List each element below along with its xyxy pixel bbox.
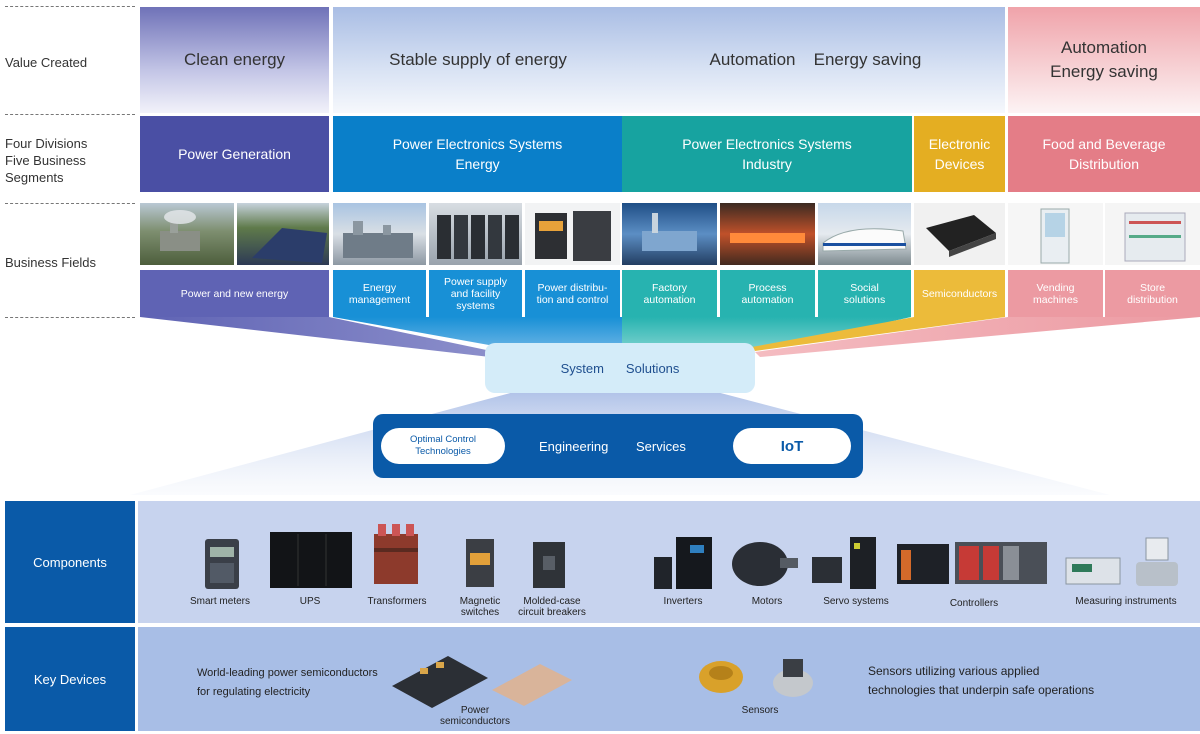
system-text: System (560, 360, 604, 376)
field-social-solutions-text: Social solutions (843, 281, 886, 306)
field-power-supply: Power supply and facility systems (429, 270, 522, 317)
power-semiconductor-image (390, 650, 575, 717)
division-power-generation-text: Power Generation (178, 146, 291, 162)
servo-image (810, 535, 878, 596)
inverters-label: Inverters (663, 596, 703, 607)
value-automation-text: Automation (709, 50, 796, 69)
transformers-label: Transformers (367, 596, 427, 607)
field-power-new-energy-text: Power and new energy (180, 287, 289, 300)
field-power-new-energy: Power and new energy (140, 270, 329, 317)
motors-label: Motors (751, 596, 783, 607)
row-label-four-divisions: Four Divisions Five Business Segments (5, 136, 88, 185)
smart-meter-image (203, 537, 241, 596)
components-title: Components (33, 554, 107, 570)
field-semiconductors: Semiconductors (914, 270, 1005, 317)
field-power-distribution-text: Power distribu- tion and control (536, 281, 609, 306)
division-power-generation: Power Generation (140, 116, 329, 192)
key-devices-label-box: Key Devices (5, 627, 135, 731)
value-automation-energy-saving-text: Automation Energy saving (1050, 38, 1158, 81)
photo-solar-farm (237, 203, 329, 265)
optimal-control-text: Optimal Control Technologies (410, 434, 476, 457)
iot-text: IoT (780, 437, 804, 455)
field-power-distribution: Power distribu- tion and control (525, 270, 620, 317)
magnetic-switch-image (464, 537, 496, 594)
iot-pill: IoT (733, 428, 851, 464)
ups-image (268, 530, 354, 595)
value-stable-supply: Stable supply of energy (333, 7, 623, 113)
value-automation-energy-saving: Automation Energy saving (1008, 7, 1200, 113)
value-energy-saving: Energy saving (810, 7, 925, 113)
photo-store-display (1105, 203, 1200, 265)
measuring-instruments-image (1064, 536, 1180, 599)
sensors-caption: Sensors utilizing various applied techno… (868, 664, 1095, 697)
field-vending-machines: Vending machines (1008, 270, 1103, 317)
value-stable-supply-text: Stable supply of energy (389, 50, 567, 69)
magnetic-switches-label: Magnetic switches (459, 596, 501, 618)
field-energy-management: Energy management (333, 270, 426, 317)
sensors-label: Sensors (741, 705, 779, 716)
division-electronic-devices-text: Electronic Devices (928, 136, 991, 172)
power-semis-label: Power semiconductors (439, 705, 511, 727)
photo-power-plant (140, 203, 234, 265)
field-semiconductors-text: Semiconductors (921, 287, 998, 300)
inverter-image (652, 535, 714, 596)
key-devices-title: Key Devices (33, 671, 107, 687)
solutions-text: Solutions (625, 360, 680, 376)
division-pes-energy-text: Power Electronics Systems Energy (392, 136, 563, 172)
controllers-label: Controllers (949, 598, 999, 609)
photo-data-center (429, 203, 522, 265)
controllers-image (895, 536, 1051, 599)
sensors-image (697, 655, 817, 706)
photo-switchgear (525, 203, 620, 265)
row-label-business-fields: Business Fields (5, 255, 97, 270)
field-store-distribution-text: Store distribution (1127, 281, 1178, 306)
field-vending-machines-text: Vending machines (1033, 281, 1078, 306)
field-process-automation-text: Process automation (741, 281, 794, 306)
ups-label: UPS (299, 596, 321, 607)
photo-semiconductor (914, 203, 1005, 265)
field-process-automation: Process automation (720, 270, 815, 317)
field-factory-automation-text: Factory automation (643, 281, 696, 306)
system-solutions-box: System Solutions (485, 343, 755, 393)
services-text: Services (636, 439, 686, 454)
photo-factory-automation (622, 203, 717, 265)
photo-social-solutions (818, 203, 911, 265)
motor-image (730, 540, 800, 593)
components-label-box: Components (5, 501, 135, 623)
engineering-text: Engineering (539, 439, 609, 454)
photo-energy-management (333, 203, 426, 265)
photo-process-automation (720, 203, 815, 265)
key-devices-band (138, 627, 1200, 731)
tech-bar: Optimal Control Technologies Engineering… (373, 414, 863, 478)
photo-vending-machine (1008, 203, 1103, 265)
row-label-value-created: Value Created (5, 55, 88, 70)
division-pes-industry-text: Power Electronics Systems Industry (682, 136, 852, 172)
transformer-image (370, 520, 422, 597)
field-power-supply-text: Power supply and facility systems (443, 275, 508, 312)
division-pes-industry: Power Electronics Systems Industry (622, 116, 912, 192)
field-energy-management-text: Energy management (348, 281, 411, 306)
value-clean-energy: Clean energy (140, 7, 329, 113)
field-factory-automation: Factory automation (622, 270, 717, 317)
value-clean-energy-text: Clean energy (183, 50, 286, 69)
value-stable-automation (333, 7, 1005, 113)
optimal-control-pill: Optimal Control Technologies (381, 428, 505, 464)
smart-meters-label: Smart meters (189, 596, 250, 607)
circuit-breaker-image (531, 540, 567, 595)
field-store-distribution: Store distribution (1105, 270, 1200, 317)
value-automation: Automation (695, 7, 810, 113)
division-food-beverage-text: Food and Beverage Distribution (1042, 136, 1166, 172)
field-social-solutions: Social solutions (818, 270, 911, 317)
value-energy-saving-text: Energy saving (813, 50, 922, 69)
servo-systems-label: Servo systems (823, 596, 889, 607)
division-electronic-devices: Electronic Devices (914, 116, 1005, 192)
measuring-instruments-label: Measuring instruments (1075, 596, 1177, 607)
division-pes-energy: Power Electronics Systems Energy (333, 116, 622, 192)
mccb-label: Molded-case circuit breakers (518, 596, 586, 618)
division-food-beverage: Food and Beverage Distribution (1008, 116, 1200, 192)
power-semis-caption: World-leading power semiconductors for r… (197, 667, 378, 698)
